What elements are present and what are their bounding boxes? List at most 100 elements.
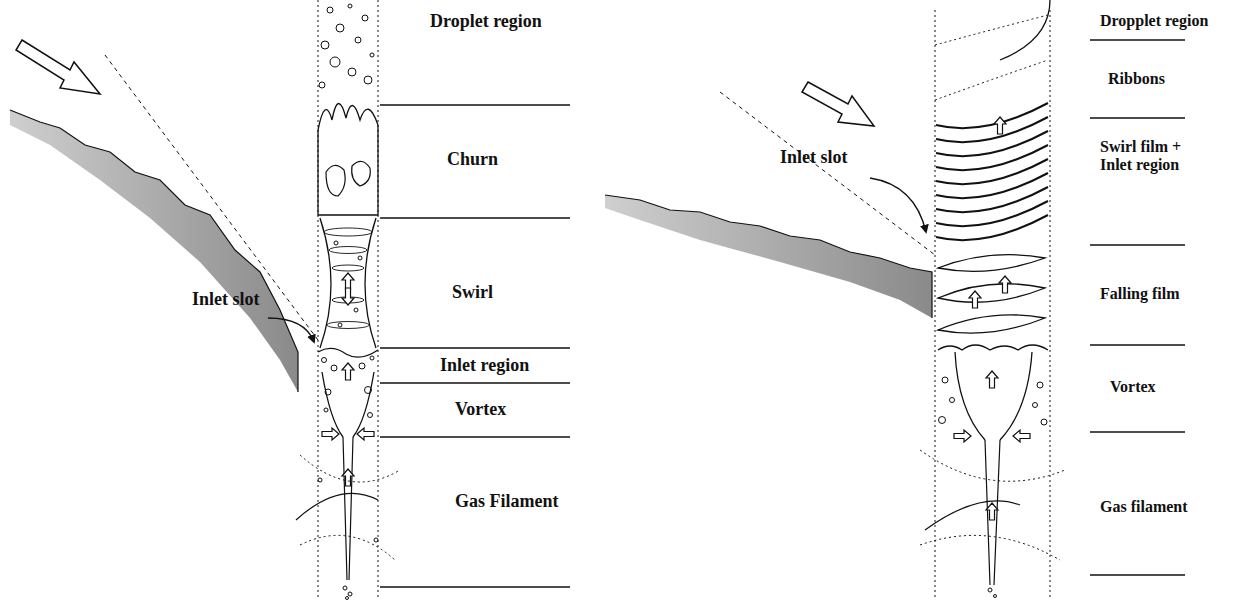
film-arc <box>936 215 1048 240</box>
region-label: Ribbons <box>1108 70 1165 88</box>
bubble <box>318 478 322 482</box>
separators <box>1090 40 1185 575</box>
inlet-edge <box>105 55 318 340</box>
pipe-wall <box>378 0 379 600</box>
inlet-edge <box>720 92 935 255</box>
bubble <box>355 37 361 43</box>
churn-surface <box>318 103 378 130</box>
bubble <box>1041 419 1047 425</box>
ribbon <box>935 60 1048 100</box>
pipe-wall <box>318 0 319 600</box>
bubble <box>331 365 337 371</box>
gas-filament <box>343 437 353 580</box>
inlet-label: Inlet slot <box>192 290 260 310</box>
region-label: Swirl film + Inlet region <box>1100 138 1212 173</box>
swirl-trace <box>300 535 395 560</box>
bubble <box>358 256 362 260</box>
flow-arrow <box>969 291 981 308</box>
flow-arrow <box>322 428 339 440</box>
bubble <box>364 76 372 84</box>
inlet-arrow <box>16 40 100 94</box>
bubble <box>354 308 358 312</box>
region-label: Falling film <box>1100 285 1180 303</box>
bubble <box>374 538 378 542</box>
bubble <box>988 588 992 592</box>
bubble <box>942 377 948 383</box>
bubble <box>327 7 333 13</box>
bubble <box>939 417 946 424</box>
swirl-trace <box>296 493 378 520</box>
bubbles <box>318 4 378 600</box>
bubble <box>336 24 344 32</box>
inlet-liquid <box>605 195 932 318</box>
bubble <box>324 408 328 412</box>
bubble <box>362 15 368 21</box>
region-label: Gas filament <box>1100 498 1188 516</box>
churn-blob <box>326 165 345 196</box>
bubble <box>370 53 374 57</box>
flow-arrow <box>986 503 998 520</box>
swirl-trace <box>925 501 1020 530</box>
bubble <box>359 363 365 369</box>
bubble <box>322 358 327 363</box>
bubble <box>994 595 997 598</box>
region-label: Inlet region <box>440 356 529 376</box>
bubble <box>348 4 352 8</box>
bubble <box>330 57 340 67</box>
vortex-surface <box>938 345 1048 350</box>
separators <box>380 105 570 587</box>
pipe-wall <box>935 10 936 600</box>
flow-arrow <box>1013 430 1030 442</box>
flow-arrow <box>342 288 354 305</box>
inlet-pointer <box>268 318 314 342</box>
region-label: Gas Filament <box>455 492 559 512</box>
bubble <box>334 241 338 245</box>
vortex-wall <box>322 372 374 437</box>
region-label: Vortex <box>455 400 506 420</box>
flow-arrow <box>986 371 998 388</box>
swirl-wall <box>320 218 331 348</box>
bubble <box>346 597 349 600</box>
bubble <box>348 68 356 76</box>
region-label: Swirl <box>452 283 493 303</box>
flow-arrow <box>999 276 1011 293</box>
inlet-liquid <box>10 110 298 392</box>
bubble <box>1033 403 1038 408</box>
left-panel <box>10 0 570 600</box>
gas-filament <box>985 440 1000 585</box>
inlet-label: Inlet slot <box>780 148 848 168</box>
inlet-arrow <box>802 82 874 126</box>
bubble <box>950 398 955 403</box>
bubble <box>321 41 329 49</box>
flow-arrow <box>357 428 374 440</box>
bubbles <box>939 377 1048 598</box>
swirl-rings <box>324 228 372 329</box>
bubble <box>1037 382 1043 388</box>
bubble <box>343 586 347 590</box>
region-label: Dropplet region <box>1100 12 1208 30</box>
inlet-interface <box>318 348 378 357</box>
falling-film <box>938 255 1045 333</box>
pipe-wall <box>1050 10 1051 600</box>
vortex-wall <box>955 352 1032 440</box>
flow-arrow <box>954 430 971 442</box>
bubble <box>319 82 325 88</box>
region-label: Vortex <box>1110 378 1156 396</box>
swirl-trace <box>920 450 1065 481</box>
ribbon <box>1000 0 1050 60</box>
ribbon <box>935 15 1048 45</box>
inlet-surface <box>605 195 932 318</box>
flow-arrow <box>342 363 354 380</box>
region-label: Droplet region <box>430 12 542 32</box>
bubble <box>368 413 373 418</box>
swirl-film <box>936 103 1048 240</box>
bubble <box>370 356 374 360</box>
region-label: Churn <box>447 150 498 170</box>
flow-arrow <box>994 117 1006 134</box>
swirl-trace <box>300 455 400 482</box>
bubble <box>365 387 372 394</box>
bubble <box>325 389 331 395</box>
bubble <box>338 323 342 327</box>
